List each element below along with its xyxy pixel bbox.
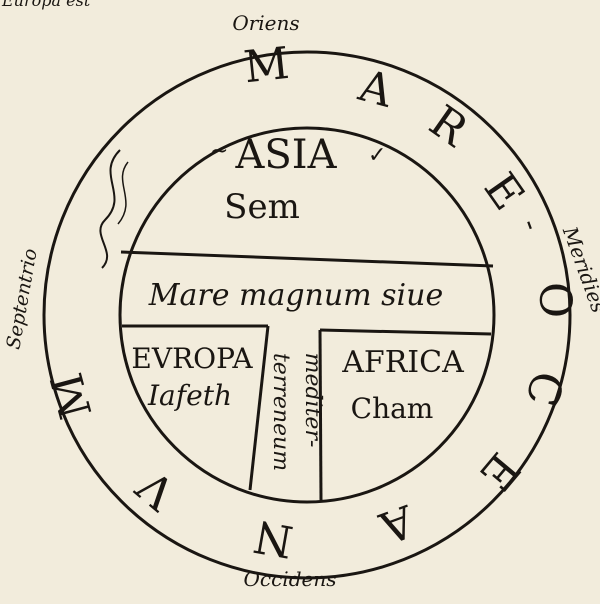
- africa-label: AFRICA: [341, 345, 464, 380]
- europa-person-label: Iafeth: [147, 379, 232, 412]
- sea-label-vertical-right: mediter-: [300, 353, 325, 448]
- asia-ornament-left: ~: [210, 139, 228, 164]
- asia-person-label: Sem: [224, 187, 300, 227]
- asia-ornament-right: ✓: [368, 143, 386, 168]
- africa-person-label: Cham: [351, 392, 434, 425]
- label-occidens: Occidens: [244, 567, 337, 591]
- t-stem-right-line: [318, 329, 323, 501]
- ocean-letter: M: [241, 38, 291, 93]
- inner-land-circle: [118, 126, 496, 504]
- europa-label: EVROPA: [131, 342, 253, 375]
- sea-label-line1: Mare magnum siue: [148, 278, 443, 313]
- top-text-fragment: Europa est: [1, 0, 91, 10]
- asia-label: ASIA: [235, 132, 338, 178]
- ocean-letter: N: [250, 510, 297, 567]
- outer-ocean-ring: [42, 50, 572, 580]
- wave-ornament-1: [99, 149, 121, 269]
- t-stem-left-line: [248, 325, 270, 491]
- t-right-arm-line: [319, 328, 492, 336]
- label-oriens: Oriens: [232, 11, 299, 35]
- wave-ornament-2: [117, 161, 129, 225]
- t-top-line: [120, 250, 494, 268]
- sea-label-vertical-left: terreneum: [268, 353, 293, 471]
- ocean-letter: O: [529, 282, 580, 318]
